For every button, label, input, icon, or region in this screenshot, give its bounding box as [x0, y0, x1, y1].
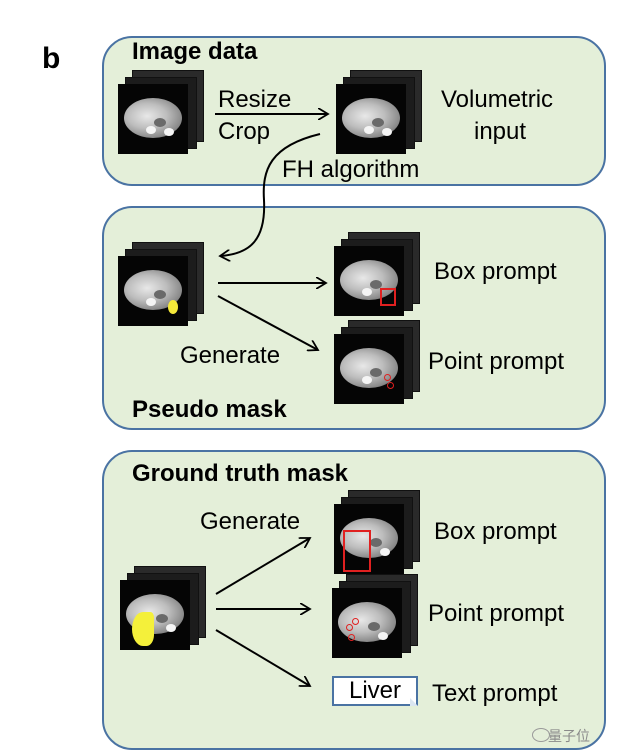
gt-point-prompt-label: Point prompt [428, 600, 565, 627]
pseudo-mask-title: Pseudo mask [132, 396, 287, 423]
ct-volume-gt-box-prompt [334, 490, 420, 574]
ct-volume-point-prompt [334, 320, 420, 404]
pseudo-mask-region [168, 300, 178, 314]
liver-box-prompt-marker [343, 530, 371, 572]
ct-volume-gt-point-prompt [332, 574, 418, 658]
input-label: input [474, 118, 527, 145]
fh-algorithm-label: FH algorithm [282, 156, 420, 183]
image-data-title: Image data [132, 38, 258, 65]
box-prompt-marker [380, 288, 396, 306]
ct-volume-box-prompt [334, 232, 420, 316]
gt-box-prompt-label: Box prompt [434, 518, 557, 545]
resize-label: Resize [218, 86, 292, 113]
point-prompt-marker [387, 382, 394, 389]
text-prompt-box: Liver [332, 676, 418, 706]
ct-volume-input [336, 70, 422, 154]
ground-truth-title: Ground truth mask [132, 460, 349, 487]
volumetric-label: Volumetric [441, 86, 554, 113]
pseudo-generate-label: Generate [180, 342, 281, 369]
panel-label: b [42, 42, 61, 75]
ct-volume-ground-truth [120, 566, 206, 650]
wechat-icon [532, 728, 550, 742]
watermark: 量子位 [548, 728, 590, 744]
point-prompt-marker [346, 624, 353, 631]
gt-text-prompt-label: Text prompt [432, 680, 558, 707]
liver-mask-region [132, 612, 154, 646]
point-prompt-marker [384, 374, 391, 381]
gt-generate-label: Generate [200, 508, 301, 535]
pseudo-box-prompt-label: Box prompt [434, 258, 557, 285]
point-prompt-marker [352, 618, 359, 625]
crop-label: Crop [218, 118, 271, 145]
pseudo-point-prompt-label: Point prompt [428, 348, 565, 375]
ct-volume-raw [118, 70, 204, 154]
point-prompt-marker [348, 634, 355, 641]
ct-volume-pseudo-mask [118, 242, 204, 326]
